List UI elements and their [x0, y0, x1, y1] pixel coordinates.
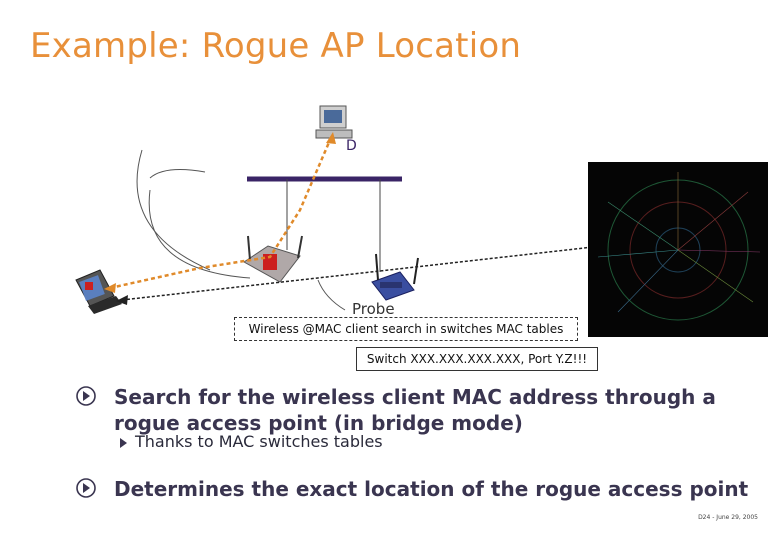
- slide-title: Example: Rogue AP Location: [30, 26, 522, 66]
- mac-search-label: Wireless @MAC client search in switches …: [234, 317, 578, 341]
- coverage-arc-right: [317, 279, 346, 311]
- coverage-arc-top: [149, 169, 206, 179]
- bullet-text: Determines the exact location of the rog…: [114, 477, 749, 501]
- coverage-arc-inner: [148, 189, 251, 279]
- probe-search-line: [121, 245, 603, 301]
- probe-label: Probe: [352, 300, 395, 318]
- laptop-icon: [75, 269, 122, 314]
- server-icon: D: [315, 105, 357, 154]
- orange-arrowhead-left: [104, 283, 116, 293]
- probe-arrowhead-left: [116, 295, 128, 305]
- svg-text:D: D: [346, 138, 357, 154]
- triangle-right-icon: [120, 437, 127, 448]
- bullet-text: Search for the wireless client MAC addre…: [114, 385, 716, 435]
- orange-arrowhead-top: [326, 132, 336, 144]
- orange-path-line: [109, 139, 332, 290]
- chevron-circle-icon: [76, 386, 96, 406]
- coverage-arc: [136, 149, 211, 271]
- probe-router-icon: [371, 253, 419, 301]
- sub-bullet-text: Thanks to MAC switches tables: [135, 432, 383, 451]
- slide-footer: D24 - June 29, 2005: [698, 514, 758, 521]
- switch-port-label: Switch XXX.XXX.XXX.XXX, Port Y.Z!!!: [356, 347, 598, 371]
- rogue-access-point-icon: [243, 235, 303, 283]
- network-map-image: [588, 162, 768, 337]
- sub-bullet-item: Thanks to MAC switches tables: [120, 432, 383, 451]
- chevron-circle-icon: [76, 478, 96, 498]
